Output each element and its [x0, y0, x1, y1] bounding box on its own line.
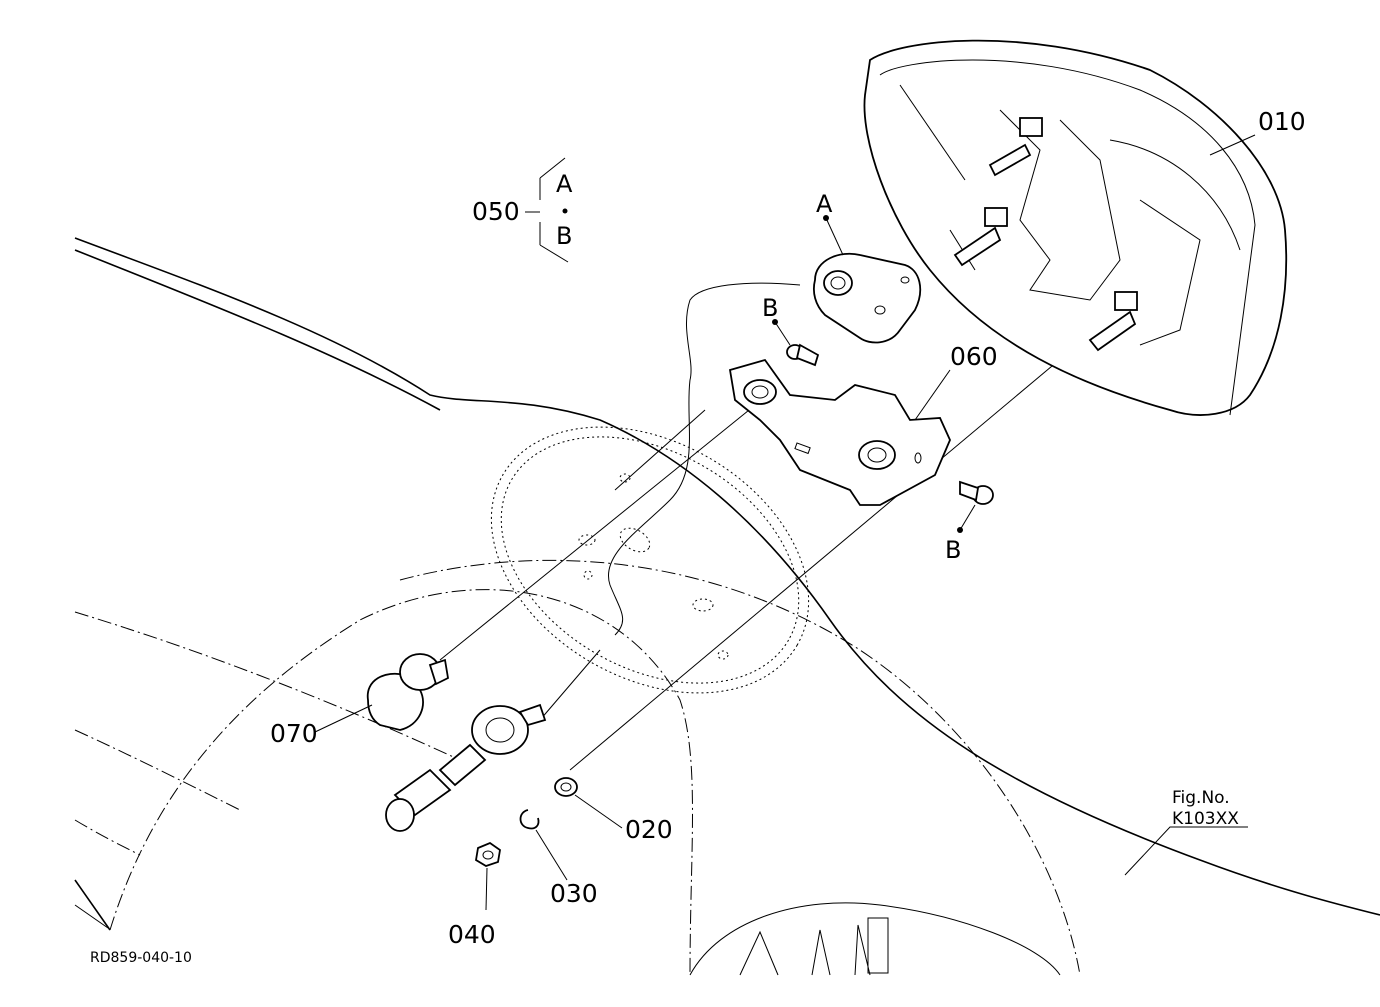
leader-lines — [314, 134, 1256, 911]
group-label-b: B — [556, 222, 572, 250]
label-b-left-screw: B — [762, 294, 778, 322]
body-panel-outline — [74, 237, 1380, 976]
leader-dot-a — [823, 215, 829, 221]
connector-a — [812, 252, 922, 344]
lock-washer-030 — [519, 809, 540, 830]
bracket-060 — [728, 358, 951, 506]
leader-dot-b-left — [772, 319, 778, 325]
drawing-reference: RD859-040-10 — [90, 950, 192, 966]
fig-label: Fig.No. — [1172, 788, 1230, 808]
mounting-plate-outline — [490, 426, 810, 694]
cap-070 — [367, 653, 449, 731]
meter-housing-010 — [863, 39, 1288, 416]
label-b-right-screw: B — [945, 536, 961, 564]
fig-number: K103XX — [1172, 809, 1239, 829]
assembly-lines — [439, 282, 1096, 771]
group-label-a: A — [556, 170, 573, 198]
callout-050: 050 — [472, 197, 520, 226]
callout-030: 030 — [550, 879, 598, 908]
callout-020: 020 — [625, 815, 673, 844]
nut-040 — [475, 841, 501, 867]
screw-b-right — [959, 480, 994, 505]
callout-010: 010 — [1258, 107, 1306, 136]
screw-b-left — [786, 343, 820, 367]
callout-070: 070 — [270, 719, 318, 748]
callout-040: 040 — [448, 920, 496, 949]
group-separator-dot — [562, 208, 568, 214]
callout-060: 060 — [950, 342, 998, 371]
washer-020 — [554, 777, 578, 797]
leader-dot-b-right — [957, 527, 963, 533]
label-a-connector: A — [816, 190, 833, 218]
socket-cable — [385, 703, 547, 832]
